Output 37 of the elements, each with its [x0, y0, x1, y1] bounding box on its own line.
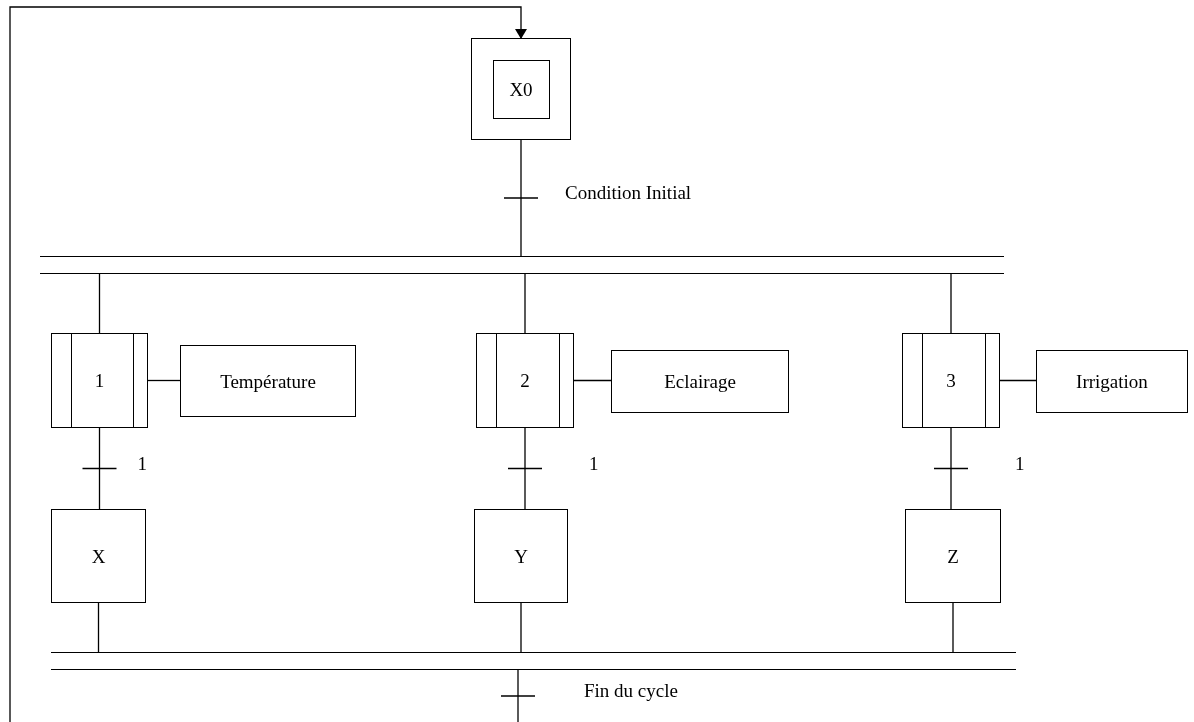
step-label: X0: [509, 79, 533, 99]
arrow: [9, 6, 527, 722]
step-label: Z: [947, 546, 959, 566]
step-box: [474, 509, 568, 603]
connector-line: [524, 273, 526, 334]
initial-step-box: [471, 38, 571, 140]
action-box: [1036, 350, 1188, 413]
connector-line: [520, 139, 522, 257]
parallel-sync-bar: [40, 256, 1004, 274]
connector-line: [952, 602, 954, 653]
step-label: Irrigation: [1076, 372, 1148, 391]
step-label: X: [91, 546, 106, 566]
action-box: [611, 350, 789, 413]
connector-line: [147, 379, 181, 382]
step-box: [51, 509, 146, 603]
step-label: Eclairage: [664, 372, 736, 391]
macro-step-box: [51, 333, 148, 428]
connector-line: [97, 602, 100, 653]
action-box: [180, 345, 356, 417]
connector-line: [950, 273, 952, 334]
macro-step-box: [476, 333, 574, 428]
connector-line: [950, 427, 952, 510]
connector-line: [524, 427, 526, 510]
parallel-sync-bar: [51, 652, 1016, 670]
step-label: 1: [94, 371, 105, 390]
connector-line: [98, 427, 101, 510]
connector-line: [520, 602, 522, 653]
step-label: 2: [520, 371, 530, 390]
step-label: 3: [946, 371, 956, 390]
step-label: Y: [514, 546, 528, 566]
macro-step-box: [902, 333, 1000, 428]
connector-line: [999, 379, 1037, 382]
connector-line: [517, 669, 519, 722]
step-box: [905, 509, 1001, 603]
step-label: Température: [220, 371, 316, 391]
connector-line: [98, 273, 101, 334]
connector-line: [573, 379, 612, 382]
